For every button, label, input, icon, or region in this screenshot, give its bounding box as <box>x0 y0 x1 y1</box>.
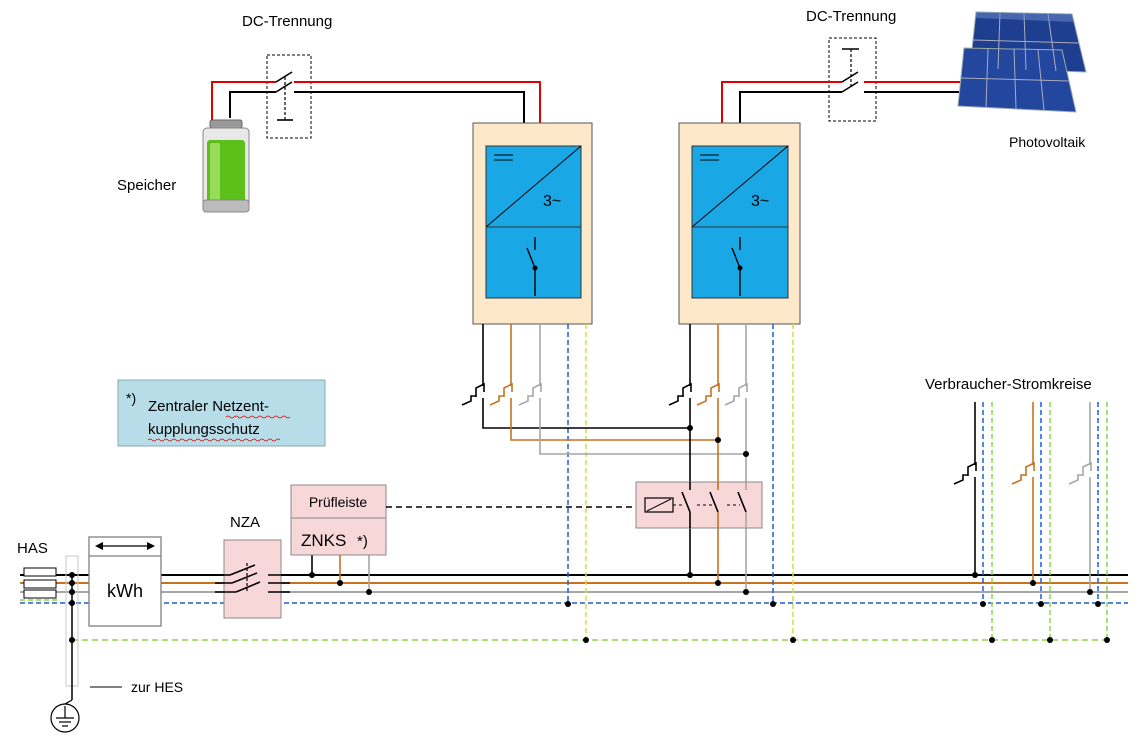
solar-panel-icon: Photovoltaik <box>957 11 1087 150</box>
dc-switch-box-right <box>828 37 877 122</box>
pruefleiste-label: Prüfleiste <box>309 494 368 510</box>
consumer-circuits: Verbraucher-Stromkreise <box>925 376 1110 643</box>
inverter-left-phase: 3~ <box>543 193 561 210</box>
note-line2: kupplungsschutz <box>148 421 260 438</box>
nza-switch: NZA <box>215 514 290 619</box>
battery-icon: Speicher <box>117 119 250 213</box>
inverter-right-phase: 3~ <box>751 193 769 210</box>
coupling-relay <box>635 481 763 529</box>
nza-box <box>223 539 282 619</box>
speicher-label: Speicher <box>117 177 176 194</box>
dc-trennung-right-label: DC-Trennung <box>806 8 896 25</box>
inverter-right: 3~ <box>678 122 801 325</box>
znks-box <box>290 484 387 556</box>
note-box: *) Zentraler Netzent- kupplungsschutz <box>117 379 326 447</box>
fuse-2 <box>23 579 57 589</box>
note-line1: Zentraler Netzent- <box>148 398 269 415</box>
znks-mark: *) <box>357 533 368 550</box>
znks-label: ZNKS <box>301 531 346 550</box>
main-busbars <box>20 574 1128 641</box>
verbraucher-label: Verbraucher-Stromkreise <box>925 376 1092 393</box>
dc-trennung-left-label: DC-Trennung <box>242 13 332 30</box>
fuse-3 <box>23 589 57 599</box>
nza-label: NZA <box>230 514 260 531</box>
inverter-left-outputs <box>461 324 746 643</box>
kwh-meter: kWh <box>88 536 162 627</box>
earthing: zur HES <box>50 555 183 733</box>
photovoltaik-label: Photovoltaik <box>1009 134 1086 150</box>
dc-disconnect-right: DC-Trennung <box>721 8 962 123</box>
inverter-right-outputs <box>668 324 796 643</box>
kwh-label: kWh <box>107 581 143 601</box>
dc-disconnect-left: DC-Trennung <box>211 13 541 139</box>
znks-unit: Prüfleiste ZNKS *) <box>290 484 636 595</box>
note-mark: *) <box>126 390 136 406</box>
has-label: HAS <box>17 540 48 557</box>
inverter-left: 3~ <box>472 122 593 325</box>
zur-hes-label: zur HES <box>131 679 183 695</box>
dc-switch-box-left <box>266 54 312 139</box>
fuse-1 <box>23 567 57 577</box>
has-fuse-block: HAS <box>17 540 57 599</box>
note-rect <box>117 379 326 447</box>
